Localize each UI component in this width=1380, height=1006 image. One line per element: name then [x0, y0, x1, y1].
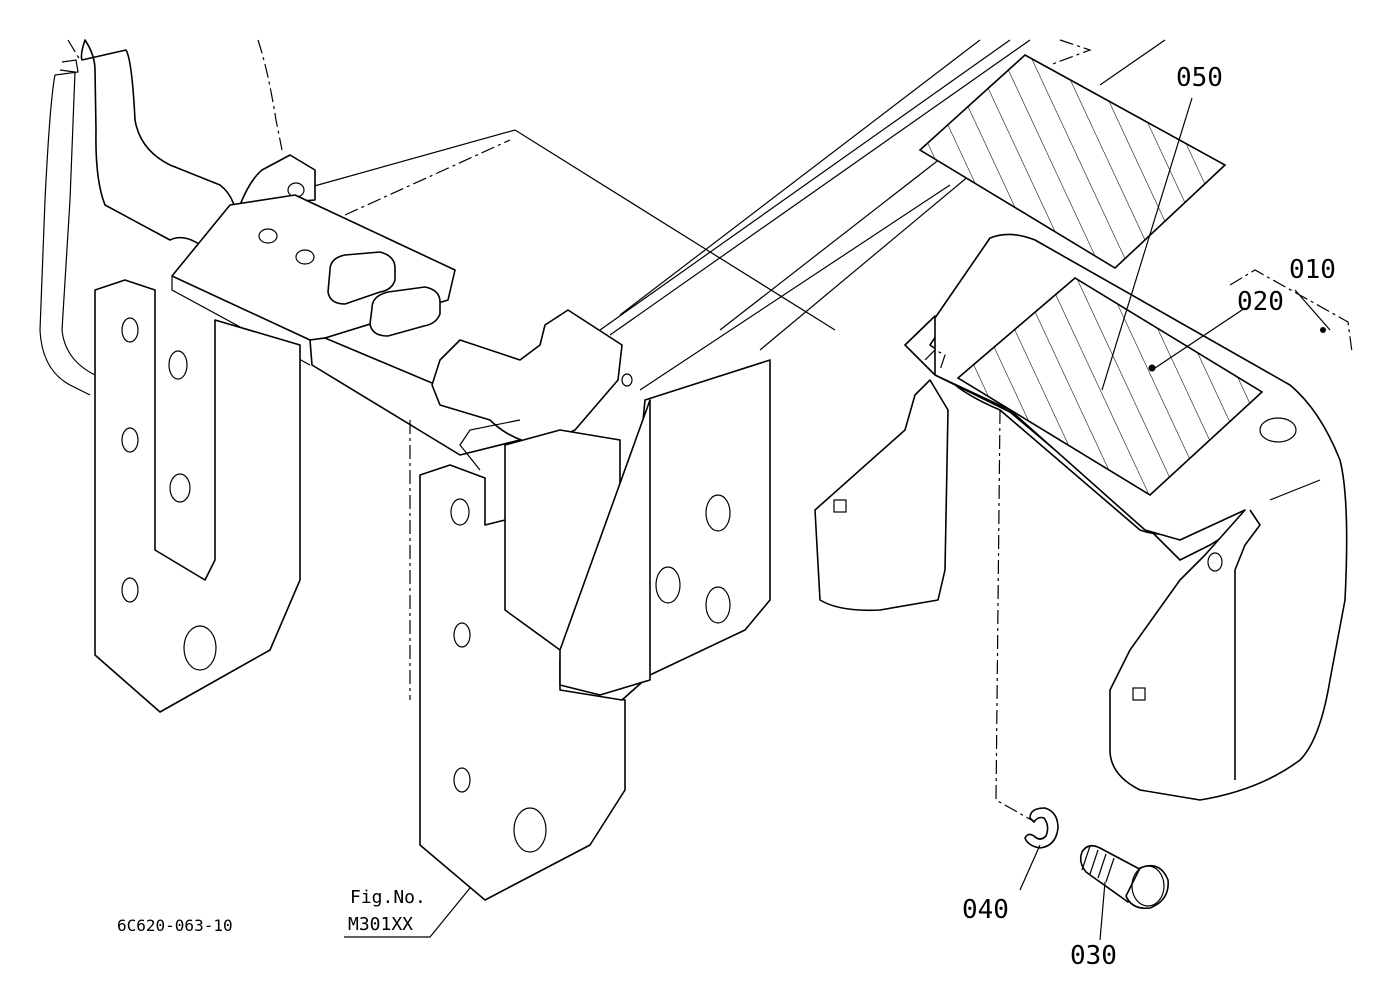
washer-040[interactable] — [1024, 807, 1059, 849]
part-number-010: 010 — [1289, 255, 1336, 285]
part-number-040: 040 — [962, 895, 1009, 925]
fig-label: Fig.No. — [350, 887, 426, 908]
part-number-020: 020 — [1237, 287, 1284, 317]
part-number-050: 050 — [1176, 63, 1223, 93]
drawing-code: 6C620-063-10 — [117, 916, 233, 935]
tractor-frame — [39, 39, 1166, 901]
leader-lines — [344, 97, 1353, 941]
bolt-030[interactable] — [1079, 844, 1169, 910]
decal-020[interactable] — [956, 277, 1264, 496]
decal-050[interactable] — [918, 54, 1227, 269]
part-number-030: 030 — [1070, 941, 1117, 971]
fig-number: M301XX — [348, 914, 413, 935]
